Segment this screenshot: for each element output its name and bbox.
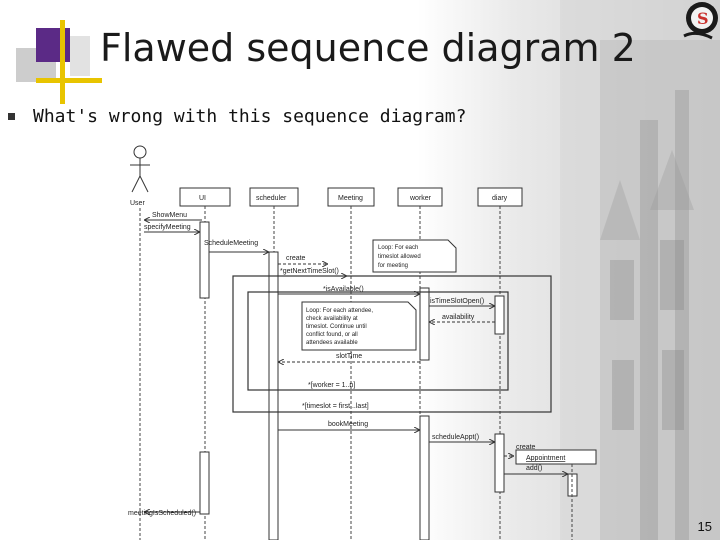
message-availability: availability bbox=[429, 314, 495, 322]
message-specify-meeting: specifyMeeting bbox=[144, 224, 200, 232]
lifeline-head-ui: UI bbox=[179, 187, 231, 207]
svg-text:conflict found, or all: conflict found, or all bbox=[306, 332, 358, 338]
lifeline-head-diary: diary bbox=[477, 187, 523, 207]
activation-bar-diary bbox=[494, 433, 505, 493]
message-create-meeting: create bbox=[278, 255, 328, 264]
svg-text:ShowMenu: ShowMenu bbox=[152, 212, 187, 219]
activation-bar-scheduler bbox=[268, 251, 279, 540]
sequence-diagram: User UI scheduler Meeting worker diary bbox=[128, 145, 597, 540]
message-get-next-time-slot: *getNextTimeSlot() bbox=[278, 268, 347, 276]
message-is-time-slot-open: isTimeSlotOpen() bbox=[429, 298, 495, 306]
svg-text:attendees available: attendees available bbox=[306, 340, 358, 346]
loop-fragment-inner bbox=[247, 291, 509, 391]
note-loop-attendee: Loop: For each attendee, check availabil… bbox=[301, 301, 417, 351]
message-schedule-meeting: ScheduleMeeting bbox=[204, 240, 269, 252]
svg-text:ScheduleMeeting: ScheduleMeeting bbox=[204, 240, 258, 247]
bullet-item: What's wrong with this sequence diagram? bbox=[6, 106, 466, 127]
svg-text:*getNextTimeSlot(): *getNextTimeSlot() bbox=[280, 268, 339, 275]
svg-text:scheduler: scheduler bbox=[256, 195, 287, 202]
message-book-meeting: bookMeeting bbox=[278, 421, 420, 430]
svg-text:Meeting: Meeting bbox=[338, 195, 363, 202]
lifeline-head-worker: worker bbox=[397, 187, 443, 207]
svg-text:Loop: For each: Loop: For each bbox=[378, 245, 418, 251]
svg-text:Appointment: Appointment bbox=[526, 455, 565, 462]
svg-text:*isAvailable(): *isAvailable() bbox=[323, 286, 364, 293]
svg-text:create: create bbox=[516, 444, 536, 451]
svg-text:add(): add() bbox=[526, 465, 542, 472]
object-appointment: Appointment bbox=[515, 449, 597, 465]
lifeline-head-meeting: Meeting bbox=[327, 187, 375, 207]
decorative-bar bbox=[60, 20, 65, 104]
svg-text:timeslot. Continue until: timeslot. Continue until bbox=[306, 324, 367, 330]
activation-bar-ui bbox=[199, 221, 210, 299]
svg-text:create: create bbox=[286, 255, 306, 262]
svg-text:scheduleAppt(): scheduleAppt() bbox=[432, 434, 479, 441]
svg-text:Loop: For each attendee,: Loop: For each attendee, bbox=[306, 308, 373, 314]
message-meeting-is-scheduled: meetingIsScheduled() bbox=[128, 510, 200, 517]
svg-text:check availability at: check availability at bbox=[306, 316, 358, 322]
message-create-appointment: create bbox=[504, 444, 536, 456]
slide-title: Flawed sequence diagram 2 bbox=[100, 26, 636, 70]
guard-timeslot: *[timeslot = first...last] bbox=[302, 403, 369, 410]
svg-text:availability: availability bbox=[442, 314, 475, 321]
activation-bar-ui-end bbox=[199, 451, 210, 515]
svg-text:User: User bbox=[130, 200, 145, 207]
svg-text:diary: diary bbox=[492, 195, 508, 202]
activation-bar-meeting-book bbox=[419, 415, 430, 540]
message-is-available: *isAvailable() bbox=[278, 286, 420, 294]
message-show-menu: ShowMenu bbox=[144, 212, 202, 220]
svg-text:meetingIsScheduled(): meetingIsScheduled() bbox=[128, 510, 196, 517]
svg-text:isTimeSlotOpen(): isTimeSlotOpen() bbox=[430, 298, 484, 305]
guard-worker: *[worker = 1..n] bbox=[308, 382, 355, 389]
svg-text:timeslot allowed: timeslot allowed bbox=[378, 254, 421, 260]
svg-text:slotTime: slotTime bbox=[336, 353, 362, 360]
logo: S bbox=[683, 2, 718, 40]
decorative-bar bbox=[36, 78, 102, 83]
loop-fragment-outer bbox=[232, 275, 552, 413]
svg-text:bookMeeting: bookMeeting bbox=[328, 421, 368, 428]
activation-bar-meeting bbox=[419, 287, 430, 361]
svg-text:worker: worker bbox=[409, 195, 432, 202]
message-slot-time: slotTime bbox=[278, 353, 420, 362]
svg-text:UI: UI bbox=[199, 195, 206, 202]
bullet-text: What's wrong with this sequence diagram? bbox=[33, 106, 467, 127]
message-schedule-appt: scheduleAppt() bbox=[429, 434, 495, 442]
note-loop-timeslot: Loop: For each timeslot allowed for meet… bbox=[372, 239, 457, 273]
svg-text:for meeting: for meeting bbox=[378, 263, 408, 269]
activation-bar-worker-check bbox=[494, 295, 505, 335]
svg-text:S: S bbox=[697, 9, 709, 28]
lifeline-head-scheduler: scheduler bbox=[249, 187, 299, 207]
message-add: add() bbox=[504, 465, 568, 474]
bullet-marker bbox=[8, 113, 15, 120]
page-number: 15 bbox=[697, 519, 712, 534]
svg-text:specifyMeeting: specifyMeeting bbox=[144, 224, 191, 231]
decorative-square bbox=[70, 36, 90, 76]
actor-user: User bbox=[130, 145, 150, 207]
